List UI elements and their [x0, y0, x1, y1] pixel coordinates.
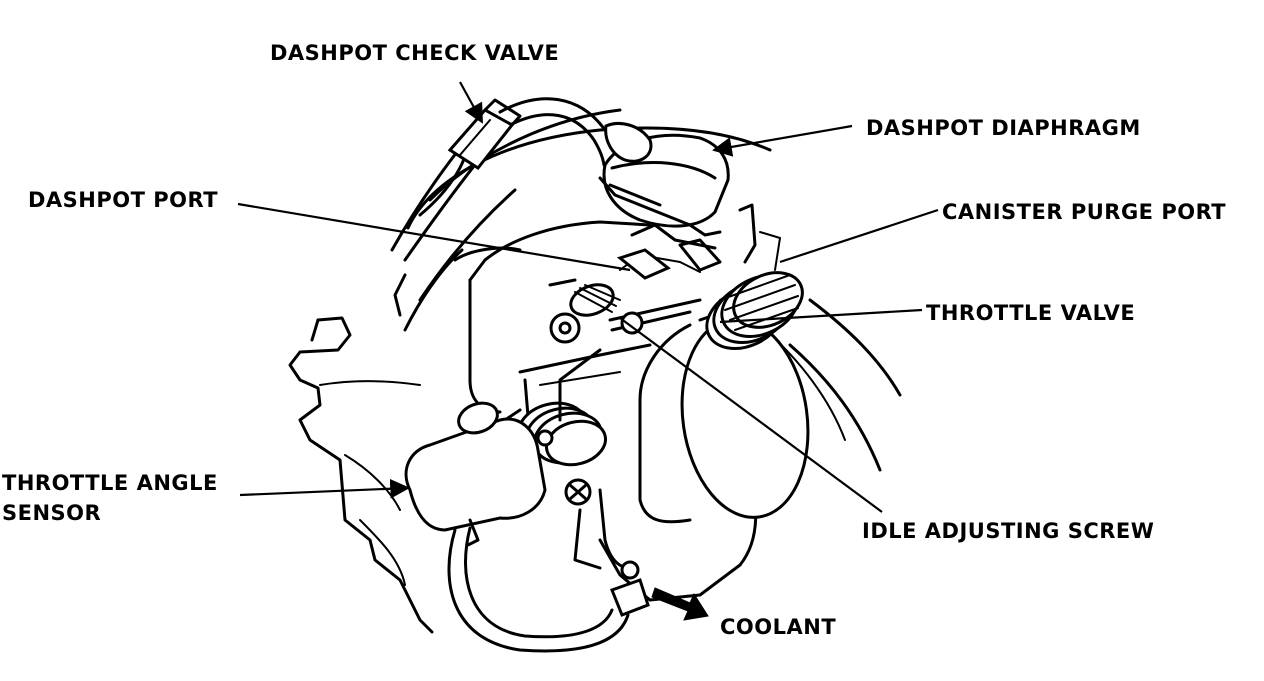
throttle-pulley-right [705, 271, 804, 350]
throttle-pulley-left [503, 401, 607, 467]
leader-lines [237, 81, 939, 621]
label-throttle-valve: THROTTLE VALVE [926, 301, 1135, 325]
leader-idle-adjusting-screw [619, 317, 883, 513]
label-dashpot-port: DASHPOT PORT [28, 188, 218, 212]
label-throttle-angle-sensor-line2: SENSOR [2, 501, 101, 525]
coolant-arrow [651, 587, 709, 621]
label-throttle-angle-sensor-line1: THROTTLE ANGLE [2, 471, 218, 495]
throttle-linkage [548, 203, 781, 422]
leader-throttle-angle-sensor [239, 478, 410, 499]
label-dashpot-diaphragm: DASHPOT DIAPHRAGM [866, 116, 1141, 140]
leader-dashpot-check-valve [459, 81, 483, 124]
label-dashpot-check-valve: DASHPOT CHECK VALVE [270, 41, 559, 65]
leader-dashpot-port [237, 202, 631, 272]
label-idle-adjusting-screw: IDLE ADJUSTING SCREW [862, 519, 1154, 543]
leader-dashpot-diaphragm [712, 124, 853, 157]
throttle-angle-sensor-part [404, 401, 547, 547]
label-coolant: COOLANT [720, 615, 836, 639]
idle-screw-fitting [564, 478, 637, 570]
coolant-hose [447, 526, 650, 653]
leader-canister-purge-port [779, 208, 939, 264]
engine-block-outline [288, 273, 742, 634]
label-canister-purge-port: CANISTER PURGE PORT [942, 200, 1226, 224]
leader-throttle-valve [719, 308, 923, 324]
dashpot-check-valve [447, 98, 522, 170]
dashpot-diaphragm [598, 122, 730, 250]
